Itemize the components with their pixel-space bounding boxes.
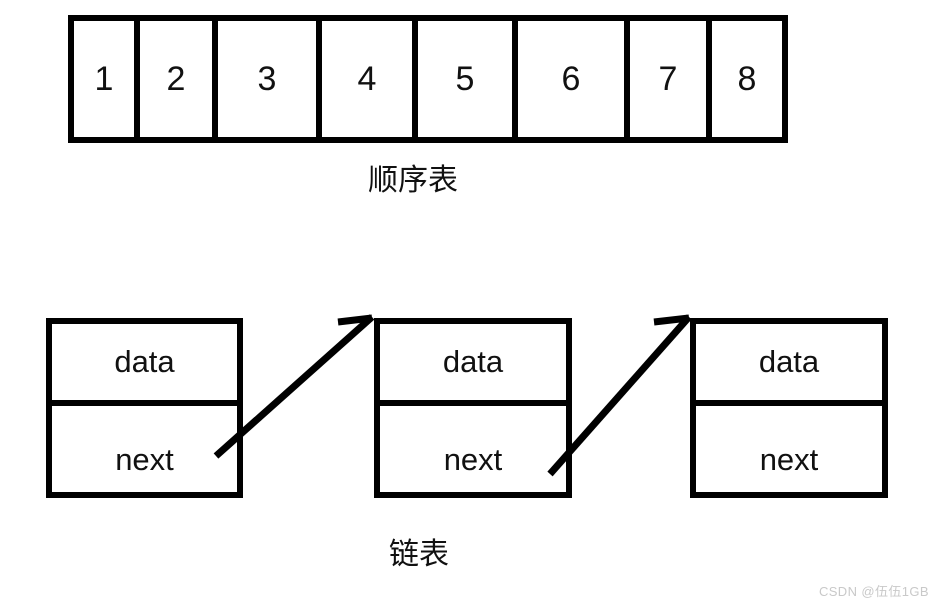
node-next-field: next [115,442,174,477]
array-cell: 4 [322,21,418,137]
array-cell: 5 [418,21,518,137]
linked-list-node: data next [46,318,243,498]
array-cell: 1 [74,21,140,137]
node-data-field: data [696,324,882,406]
array-cell: 3 [218,21,322,137]
pointer-arrow-head-bar [337,314,373,326]
array-cell: 8 [712,21,782,137]
linked-list-node: data next [374,318,572,498]
sequential-list-caption: 顺序表 [368,164,458,197]
node-data-field: data [52,324,237,406]
linked-list-node: data next [690,318,888,498]
node-next-field: next [443,442,503,477]
node-next-field: next [759,442,819,477]
array-cell: 2 [140,21,218,137]
watermark: CSDN @伍伍1GB [818,584,929,599]
array-cell: 7 [630,21,712,137]
pointer-arrow-head-bar [653,314,690,326]
linked-list-caption: 链表 [389,538,449,571]
sequential-list-array: 1 2 3 4 5 6 7 8 [68,15,788,143]
array-cell: 6 [518,21,630,137]
node-data-field: data [380,324,566,406]
